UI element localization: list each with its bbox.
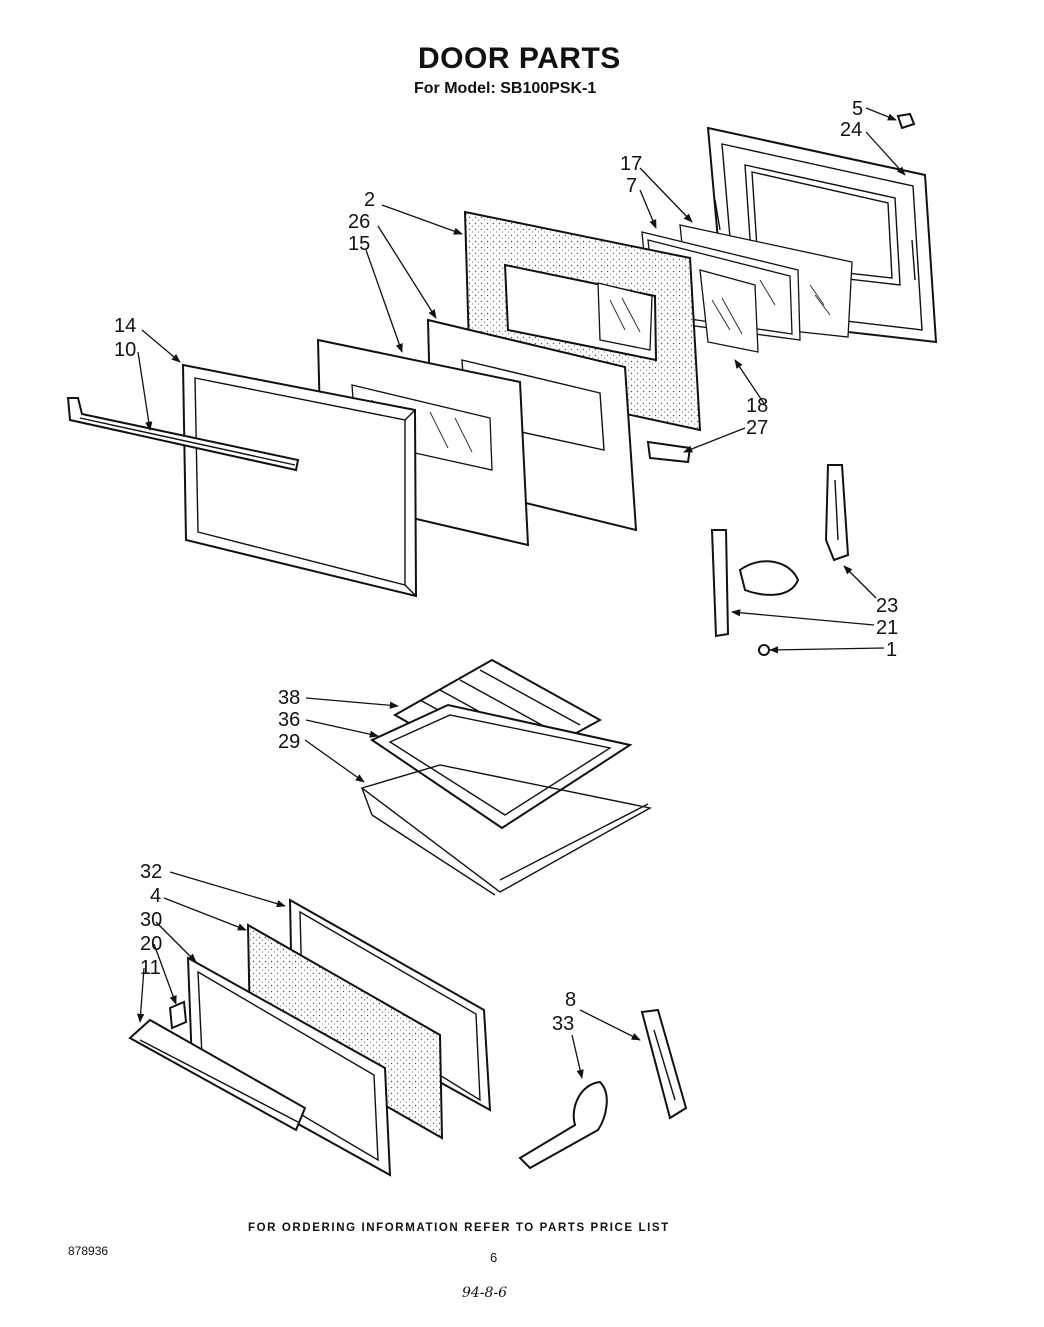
document-number: 878936 <box>68 1244 109 1258</box>
callout-26: 26 <box>348 211 370 233</box>
callout-5: 5 <box>852 98 863 120</box>
callout-17: 17 <box>620 153 642 175</box>
door-clip <box>896 112 916 130</box>
oven-rack <box>360 764 652 896</box>
callout-11: 11 <box>140 957 161 979</box>
broiler-pan <box>369 703 633 830</box>
callout-20: 20 <box>140 933 162 955</box>
callout-1: 1 <box>886 639 897 661</box>
callout-23: 23 <box>876 595 898 617</box>
callout-15: 15 <box>348 233 370 255</box>
inner-glass-panel <box>699 269 759 353</box>
callout-7: 7 <box>626 175 637 197</box>
hinge-assembly <box>710 529 800 656</box>
callout-10: 10 <box>114 339 136 361</box>
callout-32: 32 <box>140 861 162 883</box>
door-frame <box>181 363 418 598</box>
drawer-support-arm <box>518 1080 608 1170</box>
hinge-bracket-right <box>824 464 850 562</box>
page-number: 6 <box>490 1250 498 1265</box>
callout-4: 4 <box>150 885 161 907</box>
drawer-handle <box>128 1000 307 1132</box>
callout-29: 29 <box>278 731 300 753</box>
model-subtitle: For Model: SB100PSK-1 <box>414 80 597 97</box>
callout-36: 36 <box>278 709 300 731</box>
drawer-door-panel <box>186 956 392 1177</box>
callout-2: 2 <box>364 189 375 211</box>
callout-38: 38 <box>278 687 300 709</box>
hinge-plate <box>646 440 692 464</box>
callout-24: 24 <box>840 119 862 141</box>
callout-18: 18 <box>746 395 768 417</box>
ordering-note: FOR ORDERING INFORMATION REFER TO PARTS … <box>248 1222 670 1234</box>
callout-33: 33 <box>552 1013 574 1035</box>
callout-8: 8 <box>565 989 576 1011</box>
callout-27: 27 <box>746 417 768 439</box>
drawer-bracket <box>640 1008 688 1120</box>
callout-14: 14 <box>114 315 136 337</box>
callout-30: 30 <box>140 909 162 931</box>
callout-21: 21 <box>876 617 898 639</box>
handwritten-note: 94-8-6 <box>462 1285 508 1301</box>
door-handle <box>66 397 300 472</box>
page-title: DOOR PARTS <box>418 42 621 75</box>
